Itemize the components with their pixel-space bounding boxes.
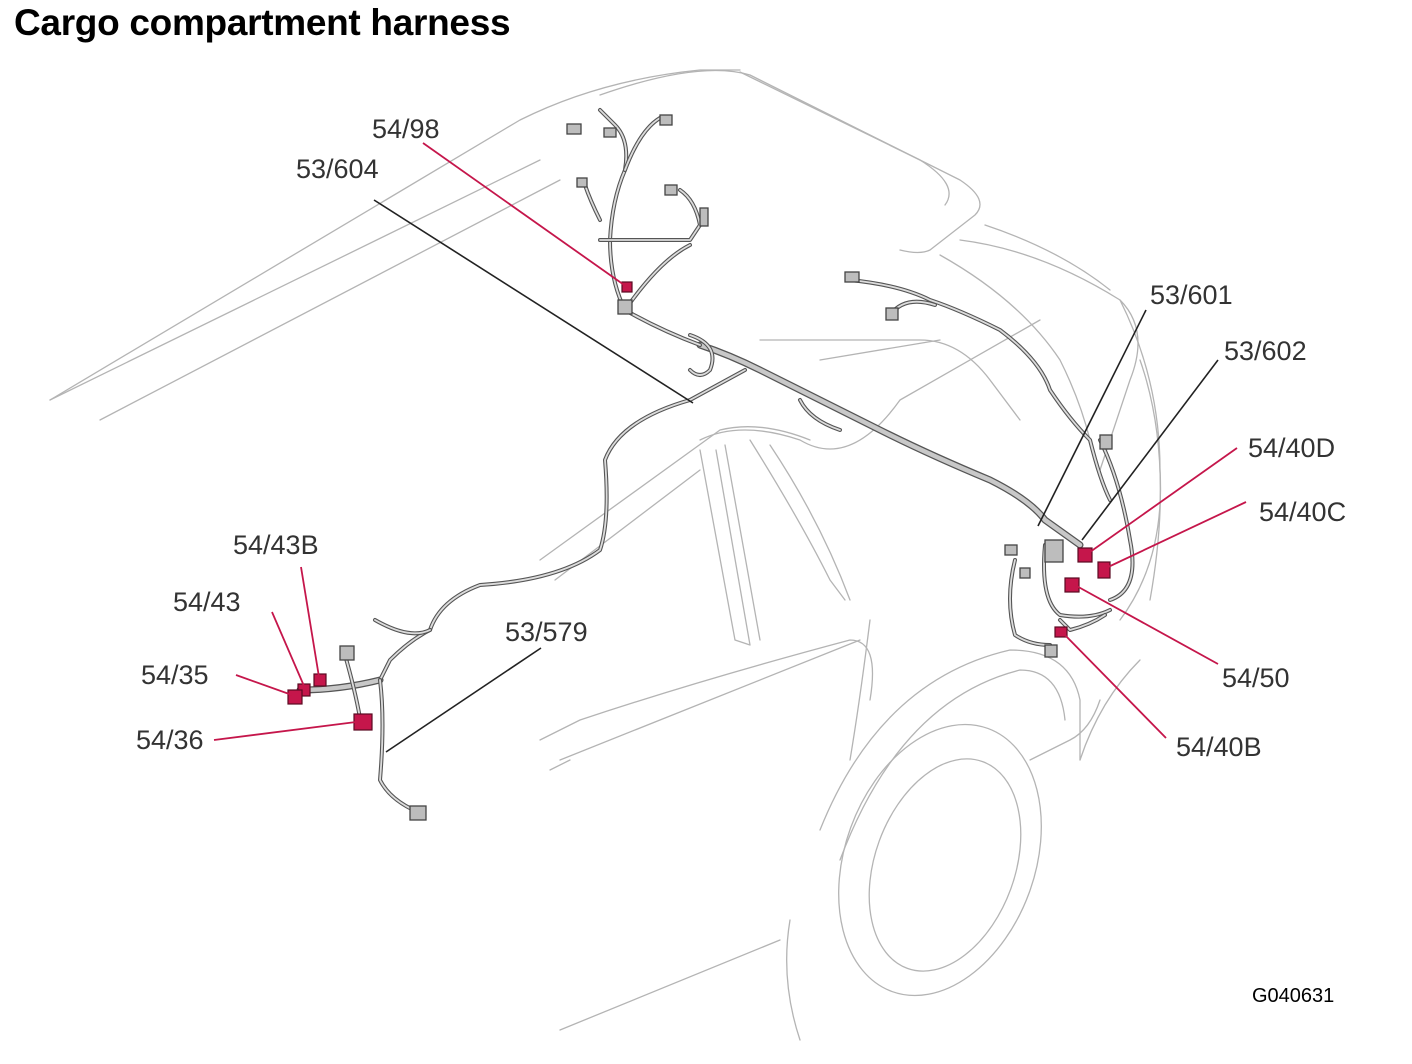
label-54-40C: 54/40C [1259, 497, 1346, 527]
connector-54-43B [313, 673, 327, 687]
label-54-50: 54/50 [1222, 663, 1290, 693]
connector-54-35 [287, 689, 303, 705]
car-outline [49, 69, 1162, 1041]
label-54-35: 54/35 [141, 660, 209, 690]
connector-roof-2 [603, 127, 617, 138]
label-54-40D: 54/40D [1248, 433, 1335, 463]
grey-connectors [339, 114, 1113, 821]
labels: 54/98 53/604 53/601 53/602 54/40D 54/40C… [136, 114, 1346, 762]
connector-top-right-1 [844, 271, 860, 283]
label-53-604: 53/604 [296, 154, 379, 184]
label-54-98: 54/98 [372, 114, 440, 144]
label-54-36: 54/36 [136, 725, 204, 755]
label-54-43B: 54/43B [233, 530, 319, 560]
connector-right-2 [1019, 567, 1031, 579]
connector-top-right-2 [885, 307, 899, 321]
label-53-579: 53/579 [505, 617, 588, 647]
label-53-602: 53/602 [1224, 336, 1307, 366]
connector-53-601 [1044, 539, 1064, 563]
connector-54-40C [1097, 561, 1111, 579]
connector-53-579 [409, 805, 427, 821]
connector-54-40D [1077, 547, 1093, 563]
connector-right-1 [1004, 544, 1018, 556]
diagram-title: Cargo compartment harness [14, 2, 511, 43]
connector-tailgate [1099, 434, 1113, 450]
connector-right-3 [1044, 644, 1058, 658]
leader-lines [213, 142, 1247, 753]
connector-roof-5 [664, 184, 678, 196]
connector-left-1 [339, 645, 355, 661]
connector-54-50 [1064, 577, 1080, 593]
red-connectors [287, 281, 1111, 731]
connector-roof-6 [699, 207, 709, 227]
label-54-40B: 54/40B [1176, 732, 1262, 762]
branch-wires [343, 108, 1135, 814]
figure-code: G040631 [1252, 985, 1335, 1007]
connector-54-36 [353, 713, 373, 731]
label-53-601: 53/601 [1150, 280, 1233, 310]
connector-roof-4 [576, 177, 588, 188]
connector-54-40B [1054, 626, 1068, 638]
connector-roof-7 [617, 299, 633, 315]
label-54-43: 54/43 [173, 587, 241, 617]
connector-roof-1 [566, 123, 582, 135]
connector-roof-3 [659, 114, 673, 126]
